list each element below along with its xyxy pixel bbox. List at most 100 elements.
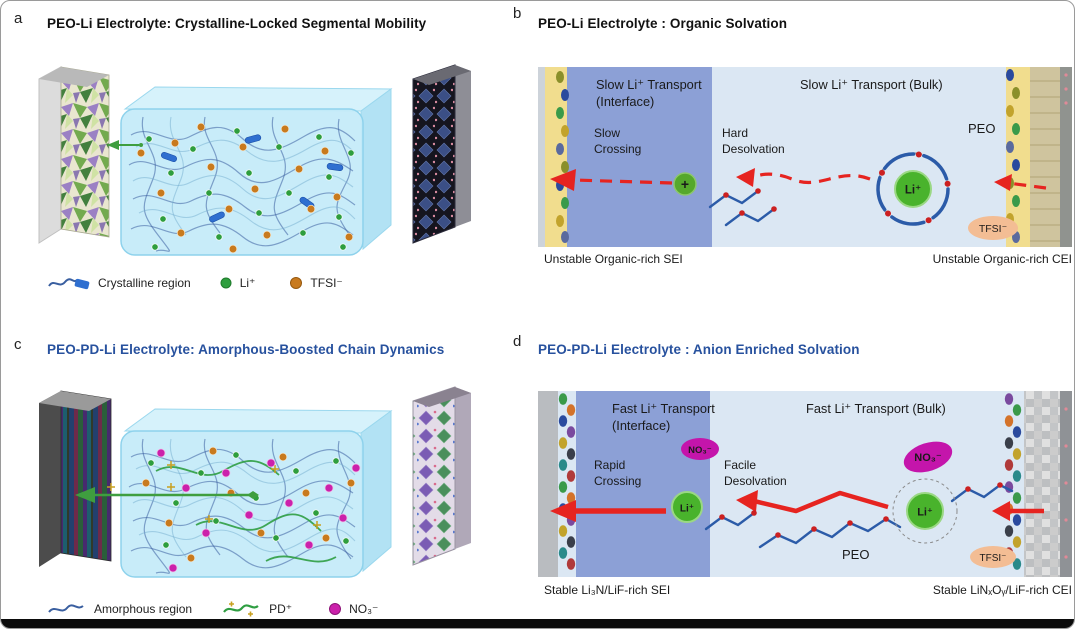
crossing-label-line2: Crossing (594, 142, 641, 156)
slow-transport-dashed-arrow (573, 172, 1047, 190)
desolvation-label-line2: Desolvation (724, 474, 787, 488)
cei-caption: Unstable Organic-rich CEI (933, 252, 1072, 266)
fast-transport-arrows (574, 490, 1044, 514)
interface-transport-label-line2: (Interface) (596, 94, 654, 109)
li-bulk-label: Li⁺ (917, 507, 933, 519)
legend-item-pd: PD⁺ (222, 600, 292, 618)
peo-solvation-shell: Li⁺ (876, 151, 951, 226)
panel-c-legend: Amorphous region PD⁺ NO₃⁻ (47, 600, 378, 618)
panel-b-title: PEO-Li Electrolyte : Organic Solvation (538, 16, 788, 31)
desolvation-label-line1: Hard (722, 126, 748, 140)
crossing-label-line1: Slow (594, 126, 620, 140)
panel-a-legend: Crystalline region Li⁺ TFSI⁻ (47, 274, 343, 292)
li-ion-solvated (894, 170, 932, 208)
cathode-electrode (412, 386, 471, 566)
interface-region (567, 67, 712, 247)
li-ion-crossing (671, 491, 703, 523)
crystalline-region-icon (48, 278, 90, 290)
tfsi-ions (136, 122, 354, 254)
legend-pd-label: PD⁺ (269, 602, 293, 616)
simulation-box (121, 408, 393, 577)
panel-d-schematic: Fast Li⁺ Transport (Interface) Fast Li⁺ … (538, 391, 1072, 597)
peo-chain-fragments (704, 483, 1014, 549)
polymer-chains (128, 116, 356, 252)
legend-no3-label: NO₃⁻ (349, 602, 379, 616)
legend-tfsi-label: TFSI⁻ (310, 276, 343, 290)
li-anode (538, 391, 558, 577)
crossing-label-line1: Rapid (594, 458, 625, 472)
sei-particles (558, 393, 576, 570)
no3-bulk-label: NO₃⁻ (914, 452, 942, 464)
li-migration-arrow (107, 140, 143, 150)
legend-item-tfsi: TFSI⁻ (289, 276, 343, 290)
panel-c-tag: c (14, 336, 22, 353)
li-crossing-label: Li⁺ (680, 504, 694, 515)
bulk-transport-label: Fast Li⁺ Transport (Bulk) (806, 401, 946, 416)
panel-a-title: PEO-Li Electrolyte: Crystalline-Locked S… (47, 16, 427, 31)
simulation-box (121, 86, 393, 255)
li-ions (145, 127, 355, 251)
panel-d-tag: d (513, 333, 522, 350)
legend-crystalline-label: Crystalline region (98, 276, 191, 290)
oxygen-atoms (719, 482, 1003, 538)
bulk-transport-label: Slow Li⁺ Transport (Bulk) (800, 77, 943, 92)
polymer-chains-light (132, 438, 356, 558)
oxygen-atoms (723, 188, 777, 216)
panel-c-simulation-scene (39, 386, 471, 578)
tfsi-anion (968, 216, 1018, 240)
li-migration-arrow (75, 483, 259, 503)
amorphous-region-icon (48, 604, 84, 613)
panel-d-title: PEO-PD-Li Electrolyte : Anion Enriched S… (538, 342, 860, 357)
cathode-electrode (1030, 67, 1072, 247)
interface-transport-label-line1: Fast Li⁺ Transport (612, 401, 715, 416)
figure-bottom-border (1, 619, 1074, 628)
simulation-box-outline (120, 108, 364, 256)
panel-b-schematic: Slow Li⁺ Transport (Interface) Slow Li⁺ … (538, 67, 1072, 266)
anode-electrode (38, 66, 110, 244)
desolvation-label-line1: Facile (724, 458, 756, 472)
legend-item-amorphous: Amorphous region (47, 601, 192, 617)
sei-caption: Stable Li₃N/LiF-rich SEI (544, 583, 670, 597)
anode-electrode (39, 390, 112, 567)
simulation-box-outline (120, 430, 364, 578)
cei-caption: Stable LiNₓOᵧ/LiF-rich CEI (933, 583, 1072, 597)
panel-a-tag: a (14, 10, 23, 27)
legend-item-li: Li⁺ (219, 276, 256, 290)
dashed-arrowheads (550, 168, 1012, 191)
polymer-chains-light (132, 116, 356, 236)
desolvation-label-line2: Desolvation (722, 142, 785, 156)
legend-li-label: Li⁺ (239, 276, 256, 290)
anode-edge (538, 67, 545, 247)
panel-c-title: PEO-PD-Li Electrolyte: Amorphous-Boosted… (47, 342, 445, 357)
crossing-label-line2: Crossing (594, 474, 641, 488)
tfsi-anion (970, 546, 1016, 568)
li-ion-crossing (673, 172, 697, 196)
li-ion-icon (220, 277, 232, 289)
no3-interface-label: NO₃⁻ (688, 445, 712, 456)
no3-anion-bulk (903, 441, 953, 473)
li-solvation-shell: Li⁺ (892, 478, 958, 544)
tfsi-anion-label: TFSI⁻ (980, 553, 1007, 564)
legend-item-no3: NO₃⁻ (328, 602, 378, 616)
pd-plus-marks (167, 461, 321, 529)
interface-transport-label-line1: Slow Li⁺ Transport (596, 77, 702, 92)
legend-amorphous-label: Amorphous region (94, 602, 193, 616)
peo-label: PEO (968, 121, 995, 136)
no3-ions (156, 448, 361, 573)
panel-a-simulation-scene (38, 64, 471, 256)
interface-region (576, 391, 710, 577)
legend-item-crystalline: Crystalline region (47, 274, 191, 292)
panel-b-tag: b (513, 5, 522, 22)
li-ions (147, 451, 350, 549)
cathode-electrode (1024, 391, 1072, 577)
tfsi-ion-icon (290, 277, 303, 289)
li-ion-plus-label: + (681, 176, 689, 192)
solid-arrowheads (550, 490, 1010, 522)
peo-label: PEO (842, 547, 869, 562)
interface-transport-label-line2: (Interface) (612, 418, 670, 433)
li-ion-label: Li⁺ (905, 185, 921, 197)
no3-anion-interface (681, 438, 719, 460)
no3-ion-icon (329, 603, 342, 615)
cathode-electrode (412, 64, 471, 244)
